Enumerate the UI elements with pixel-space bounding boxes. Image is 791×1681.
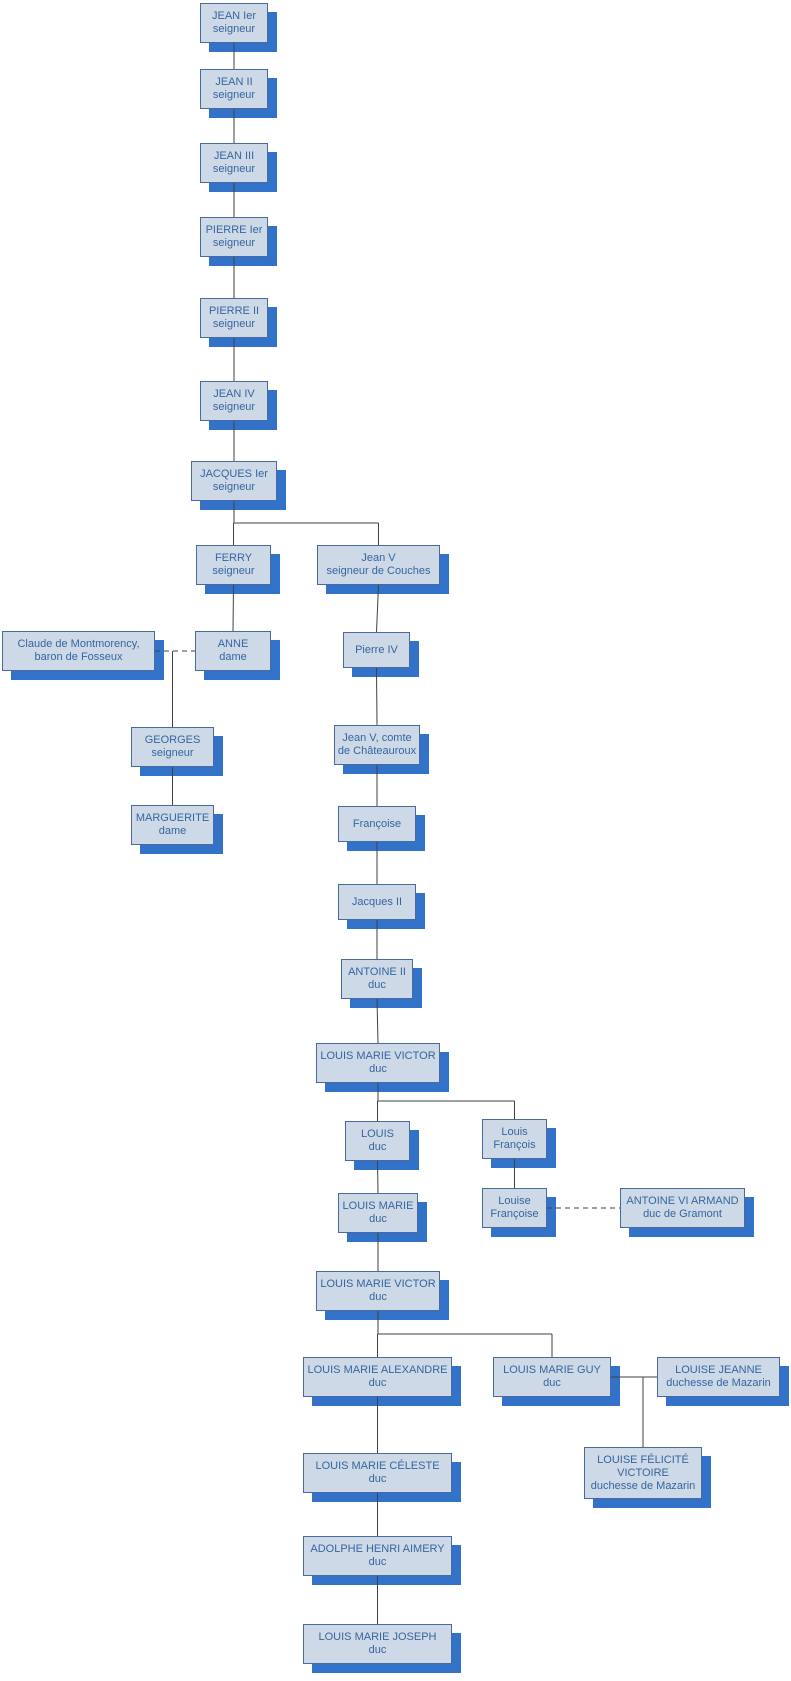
lineage-connector xyxy=(376,584,379,633)
tree-node-label: PIERRE Ier xyxy=(205,224,263,236)
tree-node-label: seigneur xyxy=(212,565,255,577)
tree-node-label: ADOLPHE HENRI AIMERY xyxy=(310,1543,445,1555)
tree-node-label: seigneur xyxy=(212,401,256,413)
tree-node-label: JEAN III xyxy=(213,150,255,162)
tree-node-label: seigneur xyxy=(151,747,194,759)
tree-node-label: ANNE xyxy=(217,638,249,650)
tree-node-label: de Châteauroux xyxy=(337,745,417,757)
tree-node-label: LOUIS MARIE CÉLESTE xyxy=(315,1460,440,1472)
tree-node-label: LOUIS MARIE JOSEPH xyxy=(318,1631,437,1643)
tree-node-label: Louis xyxy=(501,1126,528,1138)
tree-node-label: Françoise xyxy=(352,817,402,830)
tree-node-label: GEORGES xyxy=(144,734,201,746)
tree-node-label: seigneur xyxy=(212,481,256,493)
tree-node-label: baron de Fosseux xyxy=(34,651,123,663)
tree-node-claude: Claude de Montmorency,baron de Fosseux xyxy=(2,631,155,671)
tree-node-label: François xyxy=(493,1139,536,1151)
tree-node-label: duc xyxy=(368,1473,387,1485)
tree-node-label: duchesse de Mazarin xyxy=(666,1377,771,1389)
tree-node-label: LOUIS xyxy=(360,1128,394,1140)
tree-node-label: duc xyxy=(368,1644,387,1656)
tree-node-label: Claude de Montmorency, xyxy=(17,638,140,650)
lineage-connector xyxy=(377,1160,379,1194)
tree-node-label: MARGUERITE xyxy=(135,812,210,824)
tree-node-label: duc xyxy=(368,1556,387,1568)
tree-node-francoise: Françoise xyxy=(338,806,416,842)
tree-node-label: JEAN Ier xyxy=(211,10,256,22)
lineage-connector xyxy=(232,584,234,632)
tree-node-label: duc xyxy=(369,1213,387,1225)
tree-node-label: seigneur xyxy=(212,237,256,249)
tree-node-label: LOUISE FÉLICITÉ xyxy=(597,1453,689,1466)
tree-node-label: JEAN IV xyxy=(213,388,255,400)
tree-node-label: ANTOINE II xyxy=(348,966,406,978)
tree-node-label: duc xyxy=(368,1377,387,1389)
tree-node-pierre4: Pierre IV xyxy=(343,632,410,668)
tree-node-label: seigneur xyxy=(212,89,256,101)
lineage-connector xyxy=(376,998,379,1044)
tree-node-label: LOUIS MARIE GUY xyxy=(503,1364,601,1376)
tree-node-label: Jean V xyxy=(361,552,396,564)
tree-node-label: seigneur xyxy=(212,318,256,330)
tree-node-label: duc xyxy=(543,1377,561,1389)
lineage-connector xyxy=(376,667,378,726)
tree-node-label: LOUISE JEANNE xyxy=(675,1364,762,1376)
tree-node-label: dame xyxy=(158,825,187,837)
tree-node-label: duc xyxy=(369,1291,387,1303)
tree-node-label: seigneur xyxy=(212,163,256,175)
tree-node-jacques2: Jacques II xyxy=(338,884,416,920)
tree-node-label: PIERRE II xyxy=(208,305,260,317)
tree-node-label: Louise xyxy=(498,1195,531,1207)
tree-node-label: Pierre IV xyxy=(355,643,398,656)
tree-node-label: Françoise xyxy=(490,1208,539,1220)
tree-node-label: Jacques II xyxy=(351,895,403,908)
tree-node-label: duc xyxy=(368,979,386,991)
tree-node-label: duc xyxy=(368,1141,387,1153)
tree-node-label: LOUIS MARIE VICTOR xyxy=(320,1050,436,1062)
tree-node-label: JEAN II xyxy=(215,76,253,88)
tree-node-label: LOUIS MARIE ALEXANDRE xyxy=(307,1364,448,1376)
tree-node-label: LOUIS MARIE VICTOR xyxy=(320,1278,436,1290)
tree-node-label: FERRY xyxy=(214,552,253,564)
tree-node-label: seigneur xyxy=(212,23,256,35)
tree-node-label: JACQUES Ier xyxy=(200,468,268,480)
tree-node-label: dame xyxy=(219,651,247,663)
tree-node-label: duc de Gramont xyxy=(643,1208,722,1220)
tree-node-label: VICTOIRE xyxy=(617,1466,669,1479)
tree-node-label: duc xyxy=(369,1063,387,1075)
tree-node-label: seigneur de Couches xyxy=(326,565,431,577)
tree-node-label: Jean V, comte xyxy=(342,732,412,744)
tree-node-label: LOUIS MARIE xyxy=(342,1200,414,1212)
tree-node-label: duchesse de Mazarin xyxy=(590,1479,696,1492)
tree-node-label: ANTOINE VI ARMAND xyxy=(626,1195,739,1207)
